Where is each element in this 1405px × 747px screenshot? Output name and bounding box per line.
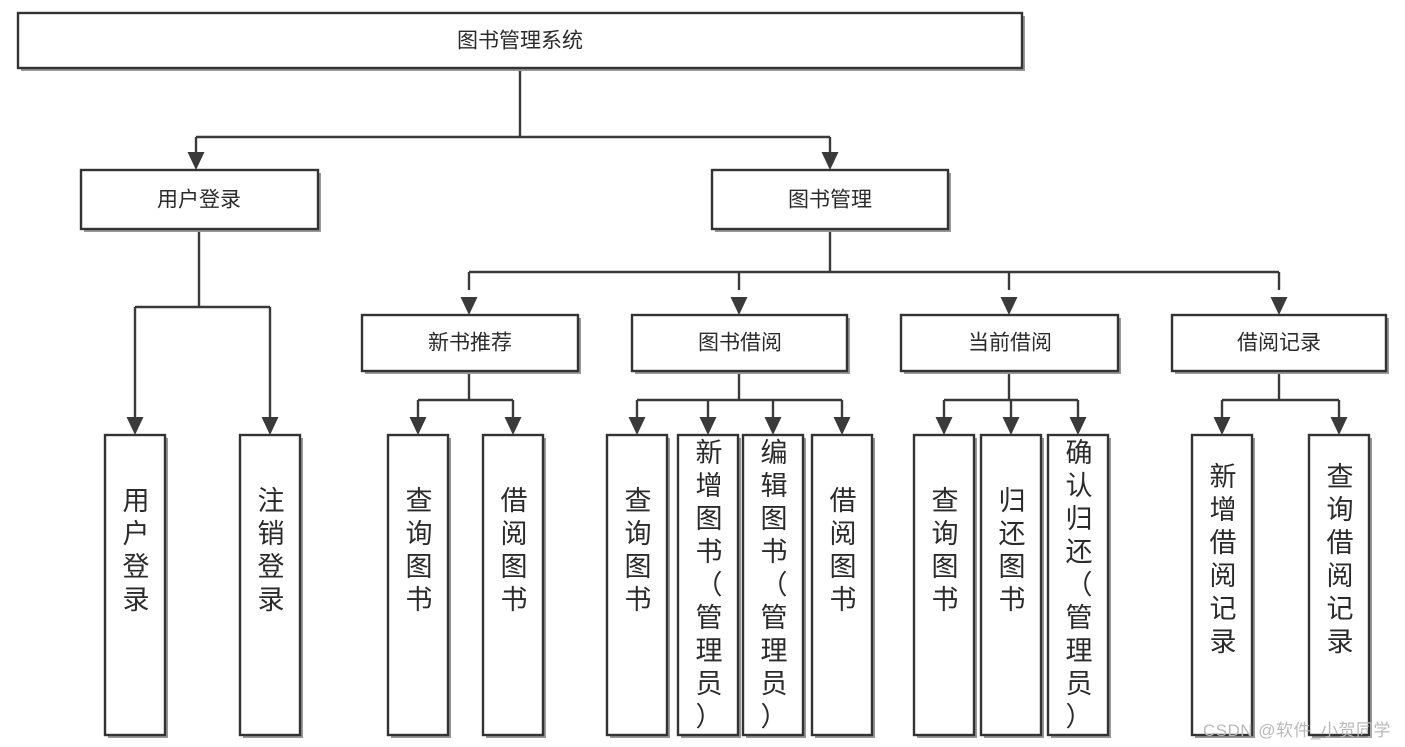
leaf-box bbox=[1307, 433, 1371, 737]
leaf-label-vertical: 借阅图书 bbox=[830, 486, 857, 615]
book-management-box bbox=[710, 168, 950, 231]
current-borrow-label: 当前借阅 bbox=[968, 332, 1052, 355]
leaf-label-vertical: 查询借阅记录 bbox=[1327, 462, 1354, 657]
leaf-node-new-book-1[interactable]: 查询图书 bbox=[386, 433, 451, 738]
leaf-label-vertical: 确认归还（管理员） bbox=[1066, 438, 1093, 732]
arrow-currentborrow-leaf-1 bbox=[935, 417, 953, 435]
leaf-node-user-login-1[interactable]: 用户登录 bbox=[103, 433, 168, 738]
arrow-currentborrow-leaf-3 bbox=[1069, 417, 1087, 435]
leaf-node-book-borrow-3[interactable]: 编辑图书（管理员） bbox=[741, 433, 806, 738]
node-book-borrow[interactable]: 图书借阅 bbox=[630, 313, 850, 374]
leaf-box bbox=[810, 433, 874, 737]
leaf-box bbox=[741, 433, 805, 737]
leaf-node-book-borrow-2[interactable]: 新增图书（管理员） bbox=[676, 433, 741, 738]
leaf-label-vertical: 查询图书 bbox=[625, 486, 652, 615]
arrow-currentborrow-leaf-2 bbox=[1002, 417, 1020, 435]
arrow-newbook-leaf-1 bbox=[409, 417, 427, 435]
arrow-bookmanage-child-4 bbox=[1270, 297, 1288, 315]
arrow-bookmanage-child-3 bbox=[1000, 297, 1018, 315]
arrow-bookborrow-leaf-2 bbox=[699, 417, 717, 435]
leaf-node-current-borrow-1[interactable]: 查询图书 bbox=[912, 433, 977, 738]
leaf-box bbox=[979, 433, 1043, 737]
node-current-borrow[interactable]: 当前借阅 bbox=[899, 313, 1121, 374]
leaf-node-borrow-record-1[interactable]: 新增借阅记录 bbox=[1190, 433, 1255, 738]
leaf-label-vertical: 注销登录 bbox=[258, 486, 285, 615]
connector-layer bbox=[126, 68, 1348, 435]
leaf-label-vertical: 用户登录 bbox=[123, 486, 150, 615]
arrow-newbook-leaf-2 bbox=[504, 417, 522, 435]
node-user-login[interactable]: 用户登录 bbox=[79, 168, 321, 232]
node-new-book-recommend[interactable]: 新书推荐 bbox=[360, 313, 581, 374]
leaf-box bbox=[1190, 433, 1254, 737]
borrow-record-box bbox=[1170, 313, 1388, 373]
leaf-box bbox=[238, 433, 302, 737]
root-label: 图书管理系统 bbox=[457, 30, 583, 53]
arrow-bookmanage-child-2 bbox=[730, 297, 748, 315]
leaf-node-borrow-record-2[interactable]: 查询借阅记录 bbox=[1307, 433, 1372, 738]
arrow-bookborrow-leaf-3 bbox=[764, 417, 782, 435]
leaf-label-vertical: 归还图书 bbox=[999, 486, 1026, 615]
leaf-label-vertical: 新增借阅记录 bbox=[1210, 462, 1237, 657]
leaf-box bbox=[1046, 433, 1110, 737]
new-book-recommend-box bbox=[360, 313, 580, 373]
borrow-record-label: 借阅记录 bbox=[1237, 332, 1321, 355]
leaf-box bbox=[481, 433, 545, 737]
leaf-label-vertical: 查询图书 bbox=[406, 486, 433, 615]
book-borrow-box bbox=[630, 313, 849, 373]
arrow-root-to-user-login bbox=[187, 152, 205, 170]
leaf-node-new-book-2[interactable]: 借阅图书 bbox=[481, 433, 546, 738]
leaf-node-current-borrow-2[interactable]: 归还图书 bbox=[979, 433, 1044, 738]
root-box bbox=[16, 11, 1024, 70]
leaf-node-book-borrow-4[interactable]: 借阅图书 bbox=[810, 433, 875, 738]
leaf-label-vertical: 编辑图书（管理员） bbox=[761, 438, 788, 732]
node-book-management[interactable]: 图书管理 bbox=[710, 168, 951, 232]
leaf-box bbox=[605, 433, 669, 737]
node-borrow-record[interactable]: 借阅记录 bbox=[1170, 313, 1389, 374]
node-root-book-management-system[interactable]: 图书管理系统 bbox=[16, 11, 1025, 71]
leaf-box bbox=[103, 433, 167, 737]
arrow-userlogin-leaf-1 bbox=[126, 417, 144, 435]
arrow-borrowrecord-leaf-1 bbox=[1213, 417, 1231, 435]
arrow-borrowrecord-leaf-2 bbox=[1330, 417, 1348, 435]
arrow-bookborrow-leaf-1 bbox=[628, 417, 646, 435]
arrow-bookborrow-leaf-4 bbox=[833, 417, 851, 435]
book-management-label: 图书管理 bbox=[788, 189, 872, 212]
leaf-node-book-borrow-1[interactable]: 查询图书 bbox=[605, 433, 670, 738]
leaf-node-user-login-2[interactable]: 注销登录 bbox=[238, 433, 303, 738]
arrow-root-to-book-manage bbox=[821, 152, 839, 170]
csdn-watermark: CSDN @软件_小贺同学 bbox=[1202, 721, 1391, 740]
leaf-box bbox=[386, 433, 450, 737]
leaf-label-vertical: 借阅图书 bbox=[501, 486, 528, 615]
new-book-recommend-label: 新书推荐 bbox=[428, 332, 512, 355]
arrow-bookmanage-child-1 bbox=[460, 297, 478, 315]
current-borrow-box bbox=[899, 313, 1120, 373]
user-login-label: 用户登录 bbox=[157, 189, 241, 212]
arrow-userlogin-leaf-2 bbox=[261, 417, 279, 435]
leaf-box bbox=[912, 433, 976, 737]
user-login-box bbox=[79, 168, 320, 231]
leaf-node-current-borrow-3[interactable]: 确认归还（管理员） bbox=[1046, 433, 1111, 738]
leaf-label-vertical: 查询图书 bbox=[932, 486, 959, 615]
leaf-box bbox=[676, 433, 740, 737]
leaf-label-vertical: 新增图书（管理员） bbox=[696, 438, 723, 732]
book-borrow-label: 图书借阅 bbox=[698, 332, 782, 355]
